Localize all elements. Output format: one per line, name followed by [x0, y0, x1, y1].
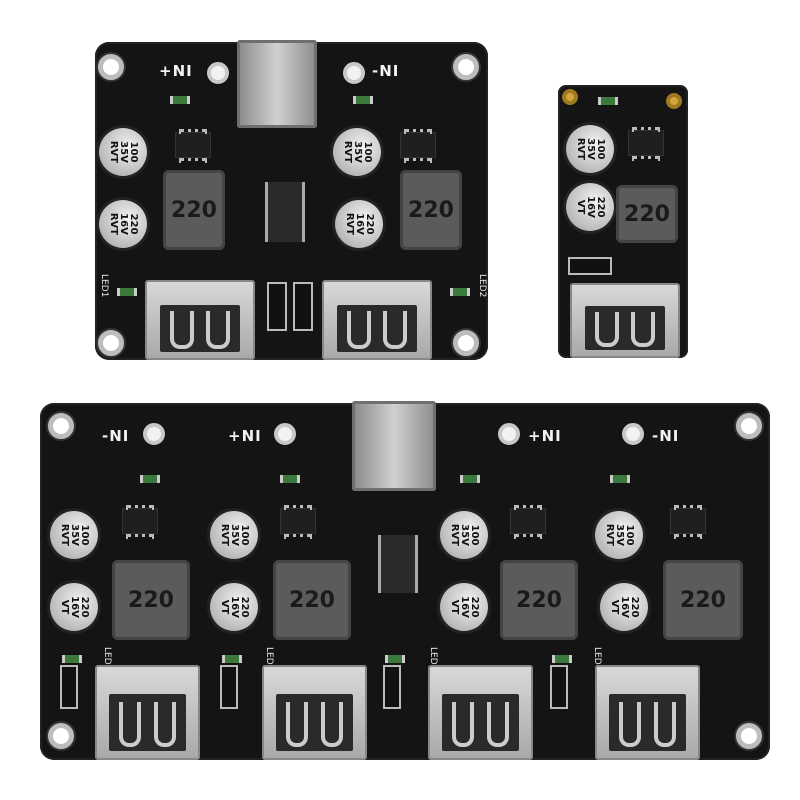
status-led: [140, 475, 160, 483]
minus-input-label: -NI: [652, 427, 680, 445]
mount-hole: [48, 413, 74, 439]
inductor: 220: [112, 560, 190, 640]
mount-hole: [48, 723, 74, 749]
status-led: [552, 655, 572, 663]
mount-hole: [453, 330, 479, 356]
status-led: [598, 97, 618, 105]
inductor: 220: [663, 560, 743, 640]
mosfet: [378, 535, 418, 593]
status-led: [117, 288, 137, 296]
controller-chip: [175, 129, 211, 161]
usb-a-port: [95, 665, 200, 760]
inductor: 220: [500, 560, 578, 640]
status-led: [353, 96, 373, 104]
usb-a-port: [322, 280, 432, 360]
controller-chip: [510, 505, 546, 537]
input-pad: [562, 89, 578, 105]
status-led: [170, 96, 190, 104]
led1-label: LED1: [99, 274, 109, 298]
inductor: 220: [400, 170, 462, 250]
plus-input-label: +NI: [528, 427, 562, 445]
usb-a-port: [145, 280, 255, 360]
inductor: 220: [163, 170, 225, 250]
controller-chip: [628, 127, 664, 159]
mount-hole: [98, 54, 124, 80]
controller-chip: [400, 129, 436, 161]
usb-a-port: [570, 283, 680, 358]
status-led: [222, 655, 242, 663]
status-led: [450, 288, 470, 296]
usb-a-port: [262, 665, 367, 760]
input-pad: [207, 62, 229, 84]
diode: [568, 257, 612, 275]
input-pad: [343, 62, 365, 84]
minus-input-label: -NI: [372, 62, 400, 80]
plus-input-label: +NI: [228, 427, 262, 445]
mount-hole: [736, 723, 762, 749]
status-led: [385, 655, 405, 663]
input-pad: [274, 423, 296, 445]
led2-label: LED2: [477, 274, 487, 298]
input-pad: [622, 423, 644, 445]
status-led: [460, 475, 480, 483]
inductor: 220: [616, 185, 678, 243]
minus-input-label: -NI: [102, 427, 130, 445]
controller-chip: [122, 505, 158, 537]
mount-hole: [453, 54, 479, 80]
usb-a-port: [428, 665, 533, 760]
usb-c-connector: [352, 401, 436, 491]
diode: [293, 282, 313, 331]
diode: [60, 665, 78, 709]
mount-hole: [736, 413, 762, 439]
input-pad: [143, 423, 165, 445]
usb-c-connector: [237, 40, 317, 128]
diode: [220, 665, 238, 709]
diode: [383, 665, 401, 709]
input-pad: [666, 93, 682, 109]
mount-hole: [98, 330, 124, 356]
status-led: [610, 475, 630, 483]
inductor: 220: [273, 560, 351, 640]
plus-input-label: +NI: [159, 62, 193, 80]
controller-chip: [670, 505, 706, 537]
usb-a-port: [595, 665, 700, 760]
controller-chip: [280, 505, 316, 537]
diode: [550, 665, 568, 709]
input-pad: [498, 423, 520, 445]
mosfet: [265, 182, 305, 242]
diode: [267, 282, 287, 331]
status-led: [62, 655, 82, 663]
status-led: [280, 475, 300, 483]
